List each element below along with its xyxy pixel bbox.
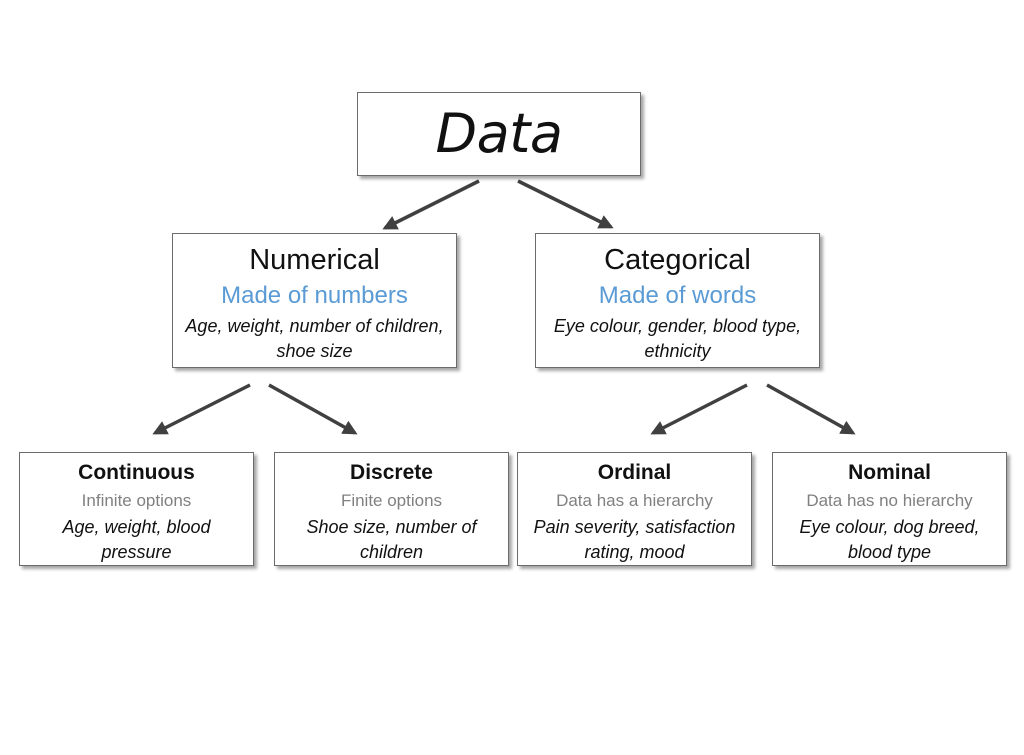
ordinal-examples: Pain severity, satisfaction rating, mood: [533, 517, 736, 562]
ordinal-box: Ordinal Data has a hierarchy Pain severi…: [517, 452, 752, 566]
categorical-subtitle: Made of words: [598, 282, 757, 309]
numerical-examples: Age, weight, number of children, shoe si…: [185, 316, 444, 361]
nominal-title: Nominal: [848, 461, 931, 484]
discrete-title: Discrete: [350, 461, 433, 484]
continuous-title: Continuous: [78, 461, 195, 484]
ordinal-title: Ordinal: [597, 461, 672, 484]
nominal-examples: Eye colour, dog breed, blood type: [799, 517, 980, 562]
arrow-data-to-categorical: [517, 179, 614, 229]
arrow-categorical-to-ordinal: [650, 383, 748, 435]
discrete-box: Discrete Finite options Shoe size, numbe…: [274, 452, 509, 566]
arrow-numerical-to-discrete: [268, 383, 358, 435]
arrow-numerical-to-continuous: [152, 383, 251, 435]
nominal-box: Nominal Data has no hierarchy Eye colour…: [772, 452, 1007, 566]
continuous-box: Continuous Infinite options Age, weight,…: [19, 452, 254, 566]
nominal-subtitle: Data has no hierarchy: [806, 491, 973, 510]
numerical-title: Numerical: [249, 244, 380, 276]
categorical-title: Categorical: [604, 244, 751, 276]
numerical-box: Numerical Made of numbers Age, weight, n…: [172, 233, 457, 368]
categorical-examples: Eye colour, gender, blood type, ethnicit…: [553, 316, 802, 361]
continuous-subtitle: Infinite options: [81, 491, 192, 510]
data-root-title: Data: [435, 102, 563, 165]
discrete-examples: Shoe size, number of children: [306, 517, 477, 562]
discrete-subtitle: Finite options: [340, 491, 443, 510]
arrow-categorical-to-nominal: [766, 383, 856, 435]
ordinal-subtitle: Data has a hierarchy: [556, 491, 713, 510]
numerical-subtitle: Made of numbers: [221, 282, 408, 309]
data-root-box: Data: [357, 92, 641, 176]
continuous-examples: Age, weight, blood pressure: [62, 517, 211, 562]
categorical-box: Categorical Made of words Eye colour, ge…: [535, 233, 820, 368]
arrow-data-to-numerical: [382, 179, 480, 230]
